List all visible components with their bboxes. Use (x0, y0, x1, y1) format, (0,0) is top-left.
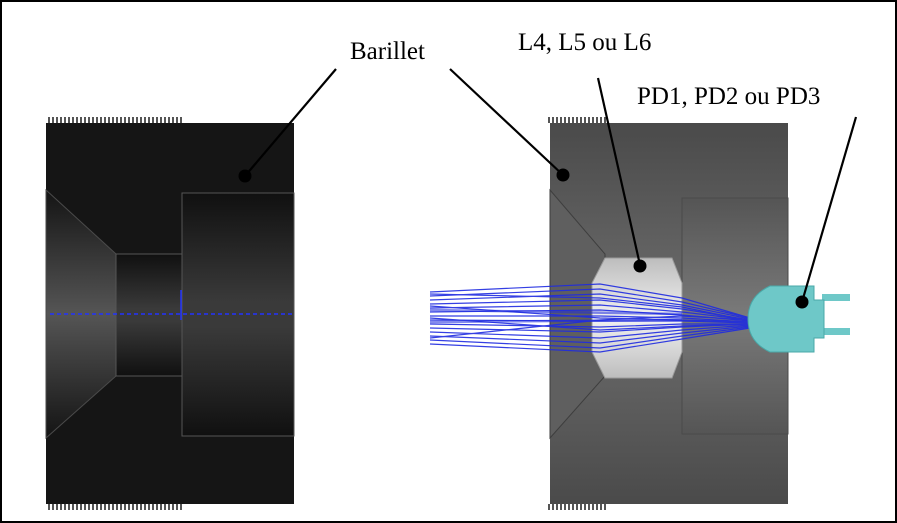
callout-line-barrel-left (244, 68, 337, 177)
callout-dot-barrel-left (238, 169, 252, 183)
callout-line-barrel-right (449, 68, 564, 176)
label-photodiode: PD1, PD2 ou PD3 (637, 83, 820, 110)
left-lens-bore (115, 253, 183, 377)
label-barrel: Barillet (350, 38, 425, 65)
photodiode (747, 285, 850, 353)
right-barrel (429, 117, 850, 510)
photodiode-pin-bottom (822, 328, 850, 335)
label-lens: L4, L5 ou L6 (518, 29, 651, 56)
callout-line-lens (596, 77, 642, 266)
left-thread-top (48, 117, 182, 123)
ray-core (429, 308, 683, 324)
callout-dot-lens (633, 259, 647, 273)
callout-dot-barrel-right (556, 168, 570, 182)
photodiode-pin-top (822, 294, 850, 301)
left-barrel (45, 117, 295, 510)
right-thread-bottom (548, 504, 606, 510)
left-thread-bottom (48, 504, 182, 510)
right-thread-top (548, 117, 606, 123)
callout-dot-photodiode (795, 295, 809, 309)
callout-lines (244, 68, 858, 303)
callout-line-photodiode (800, 116, 858, 303)
callout-dots (238, 168, 809, 309)
photodiode-body (747, 285, 825, 353)
